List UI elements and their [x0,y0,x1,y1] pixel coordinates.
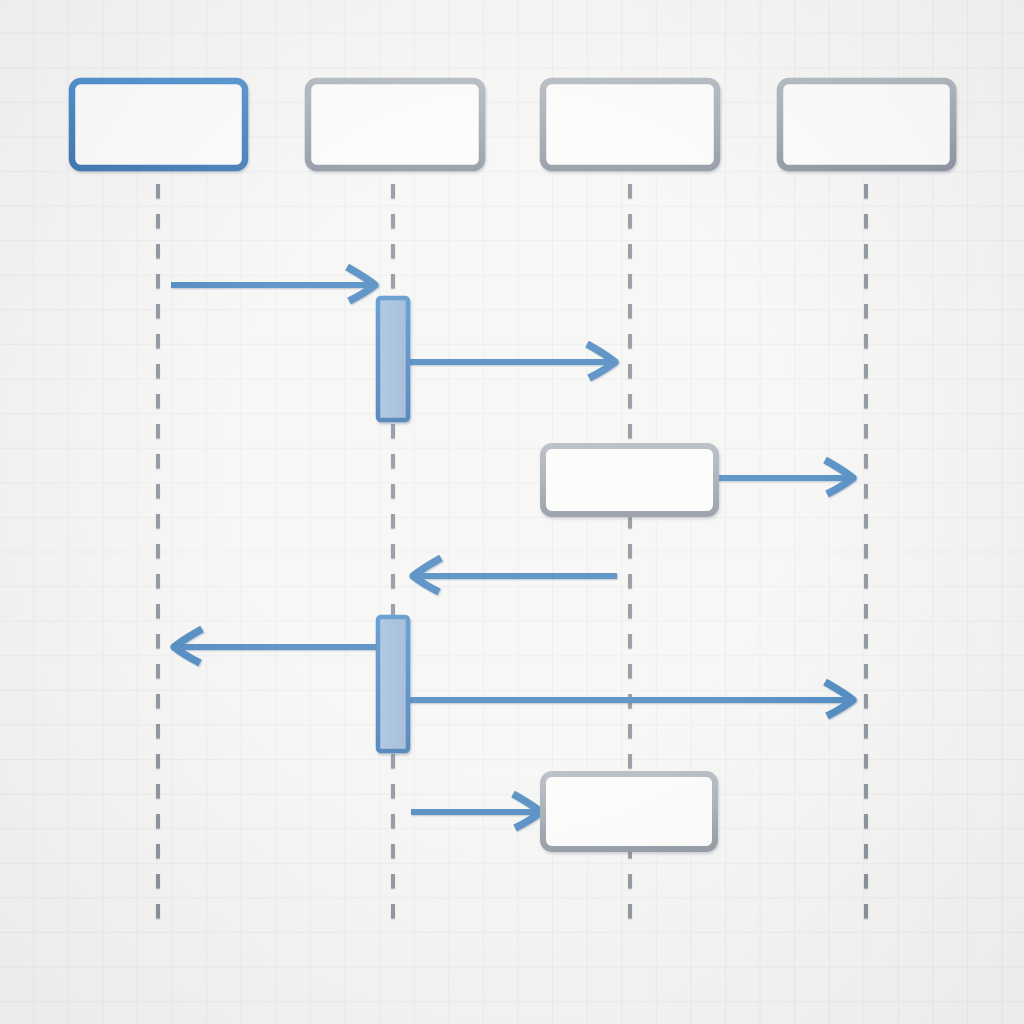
activation-bar-2[interactable] [375,614,411,754]
message-box-2[interactable] [540,771,718,852]
activation-bar-1[interactable] [375,295,411,423]
arrowhead-icon [823,456,857,498]
arrowhead-icon [823,678,857,720]
message-arrow-2[interactable] [408,340,619,382]
boxes-layer [68,77,957,852]
actor-box-2[interactable] [304,77,486,172]
message-arrow-5[interactable] [170,625,379,667]
actor-box-4[interactable] [776,77,957,172]
message-arrow-1[interactable] [171,263,379,305]
message-arrow-4[interactable] [409,554,617,596]
arrowhead-icon [409,554,443,596]
lifelines-layer [156,184,868,934]
message-arrow-6[interactable] [408,678,857,720]
activations-layer [375,295,411,754]
message-arrow-7[interactable] [411,790,545,832]
message-arrow-3[interactable] [716,456,857,498]
message-box-1[interactable] [540,443,719,517]
arrowhead-icon [585,340,619,382]
arrowhead-icon [170,625,204,667]
messages-layer [170,263,857,832]
actor-box-1[interactable] [68,77,249,172]
arrowhead-icon [345,263,379,305]
actor-box-3[interactable] [539,77,721,172]
